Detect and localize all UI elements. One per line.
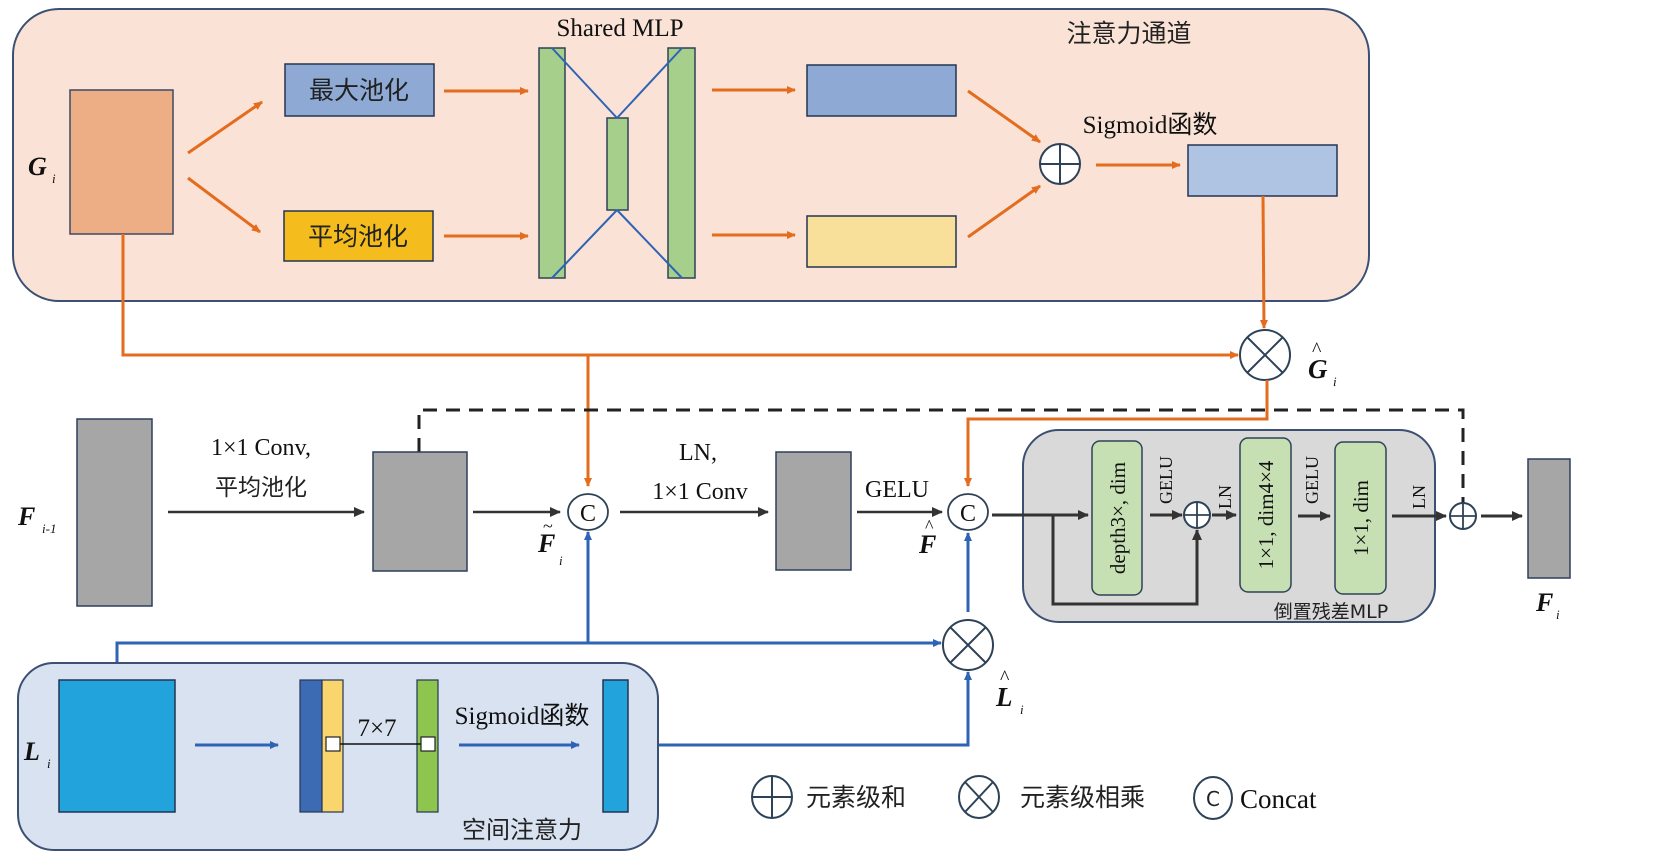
svg-text:G: G [28,152,47,181]
arrow-to-maxpool [187,100,263,155]
residual-path [1051,515,1202,606]
svg-text:^: ^ [1312,339,1322,361]
arrow-avg-to-add [967,184,1041,239]
project-block: 1×1, dim [1334,441,1387,595]
svg-text:i: i [1333,374,1337,389]
svg-text:F: F [1535,588,1553,617]
g-multiply-icon [1239,329,1291,381]
spatial-weight-block [602,679,629,813]
f-output-block [1527,458,1571,579]
svg-text:最大池化: 最大池化 [309,76,409,105]
l-hat-label: L ^ i [995,667,1024,717]
inverted-mlp-panel: depth3×, dim GELU LN 1×1, dim4×4 GELU 1×… [992,429,1447,623]
conv-pool-label-2: 平均池化 [215,475,307,501]
dwconv-block: depth3×, dim [1091,440,1143,596]
legend-add-label: 元素级和 [806,783,906,812]
gelu-label: GELU [865,477,929,503]
g-input-block [69,89,174,235]
legend: 元素级和 元素级相乘 C Concat [751,775,1317,820]
max-feature-block [806,64,957,117]
avg-feature-block [806,215,957,268]
shared-mlp-label: Shared MLP [556,15,683,42]
spatial-attention-title: 空间注意力 [462,816,582,844]
f-tilde-label: F ~ i [537,516,563,568]
svg-text:depth3×, dim: depth3×, dim [1106,462,1130,574]
expand-block: 1×1, dim4×4 [1239,437,1292,593]
conv-block [775,451,852,571]
mlp-ln1-label: LN [1215,485,1235,509]
svg-text:C: C [580,501,596,527]
kernel-square-right [420,736,436,752]
shared-mlp: Shared MLP [538,15,696,279]
arrow-to-avgpool [187,176,261,234]
svg-text:^: ^ [1000,667,1010,689]
svg-text:~: ~ [543,516,553,536]
l-multiply-icon [942,619,994,671]
mlp-gelu2-label: GELU [1302,456,1322,504]
mlp-add-icon [1183,501,1211,529]
kernel-label: 7×7 [357,715,396,742]
channel-attention-title: 注意力通道 [1066,19,1191,48]
conv-pool-label-1: 1×1 Conv, [211,435,311,461]
mlp-gelu1-label: GELU [1156,456,1176,504]
channel-weight-block [1187,144,1338,197]
l-input-block [58,679,176,813]
g-input-label: G i [28,152,56,186]
ln-conv-label-2: 1×1 Conv [652,479,748,505]
arrow-weight-to-multiply [1259,195,1268,329]
arrow-ghat-to-concat2 [964,380,1269,487]
channel-sigmoid-label: Sigmoid函数 [1083,111,1218,139]
pooled-block [372,451,468,572]
svg-text:平均池化: 平均池化 [308,222,408,251]
f-prev-label: F i-1 [17,502,56,536]
kernel-square-left [325,736,341,752]
svg-text:G: G [1308,354,1328,384]
svg-text:^: ^ [925,516,934,536]
svg-text:F: F [918,530,936,559]
svg-text:i: i [52,171,56,186]
channel-attention-panel: 注意力通道 G i 最大池化 平均池化 Shared MLP [12,8,1370,302]
arrow-g-to-multiply [121,234,1239,359]
svg-text:L: L [23,737,40,766]
svg-text:i: i [1556,607,1560,622]
f-output-label: F i [1535,588,1560,622]
arrow-max-to-add [967,89,1041,144]
spatial-attention-panel: L i 7×7 Sigmoid函数 空间注意力 [17,662,659,851]
svg-text:i-1: i-1 [42,521,56,536]
spatial-sigmoid-label: Sigmoid函数 [455,702,590,730]
legend-concat-icon: C [1193,776,1233,820]
svg-text:C: C [960,501,976,527]
g-hat-label: G ^ i [1308,339,1337,389]
l-input-label: L i [23,737,51,771]
svg-text:C: C [1206,787,1220,811]
max-pool-map [299,679,323,813]
svg-text:i: i [47,756,51,771]
legend-add-icon [751,775,793,819]
svg-text:F: F [17,502,35,531]
svg-text:1×1, dim: 1×1, dim [1349,480,1373,556]
svg-text:L: L [995,682,1013,712]
final-add-icon [1449,502,1477,530]
concat1-icon: C [567,493,609,531]
inverted-mlp-title: 倒置残差MLP [1274,601,1388,623]
f-prev-block [76,418,153,607]
concat2-icon: C [947,493,989,531]
ln-conv-label-1: LN, [679,440,717,466]
mlp-ln2-label: LN [1409,485,1429,509]
f-hat-label: F ^ [918,516,936,559]
svg-text:i: i [559,553,563,568]
svg-text:i: i [1020,702,1024,717]
svg-text:1×1, dim4×4: 1×1, dim4×4 [1254,460,1278,569]
add-icon [1039,143,1081,185]
legend-concat-label: Concat [1240,784,1317,814]
dashed-skip-connection [417,408,1465,503]
legend-multiply-icon [958,775,1000,819]
svg-text:F: F [537,529,555,558]
legend-multiply-label: 元素级相乘 [1020,783,1145,812]
avg-pool-block: 平均池化 [283,210,434,262]
max-pool-block: 最大池化 [284,63,435,117]
arrow-spatial-to-multiply [628,671,972,747]
